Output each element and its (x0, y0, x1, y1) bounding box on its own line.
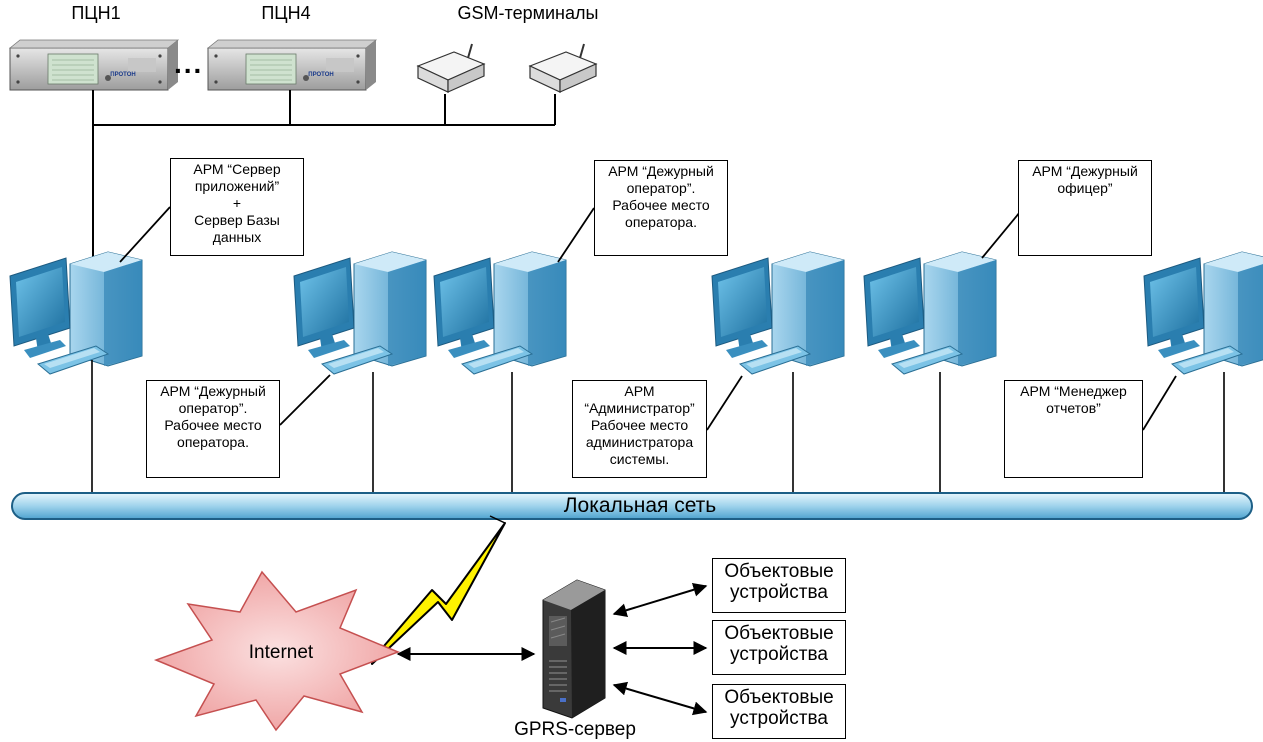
pc-duty-operator-2 (433, 251, 567, 375)
gprs-server-label: GPRS-сервер (514, 719, 636, 740)
pc-duty-operator-1 (293, 251, 427, 375)
gsm-label: GSM-терминалы (457, 3, 599, 23)
box-duty-operator-top: АРМ “Дежурный оператор”. Рабочее место о… (594, 160, 728, 256)
object-devices-box-3: Объектовые устройства (712, 684, 846, 739)
object-devices-box-1: Объектовые устройства (712, 558, 846, 613)
pc-duty-officer (863, 251, 997, 375)
box-app-server: АРМ “Сервер приложений” + Сервер Базы да… (170, 158, 304, 256)
callout-lines (119, 206, 1177, 431)
pc-report-manager (1143, 251, 1263, 375)
gprs-server-icon (542, 579, 606, 719)
object-devices-box-2: Объектовые устройства (712, 620, 846, 675)
internet-label: Internet (248, 642, 314, 663)
panel-brand-1: ПРОТОН (110, 72, 135, 78)
ptsn1-label: ПЦН1 (71, 3, 121, 23)
ptsn1-panel (9, 39, 179, 91)
ellipsis-label: ... (174, 48, 204, 79)
box-duty-officer: АРМ “Дежурный офицер” (1018, 160, 1152, 256)
lan-drops (91, 360, 1225, 492)
gsm-terminal-1 (417, 43, 485, 93)
gsm-terminal-2 (529, 43, 597, 93)
lan-label: Локальная сеть (563, 494, 717, 517)
wireless-link-icon (371, 522, 506, 665)
box-report-manager: АРМ “Менеджер отчетов” (1004, 380, 1143, 478)
pc-app-server (9, 251, 143, 375)
panel-brand-4: ПРОТОН (308, 72, 333, 78)
device-bus (92, 90, 556, 258)
internet-cloud-icon (153, 570, 401, 732)
connection-arrows (396, 582, 708, 716)
box-duty-operator-bottom: АРМ “Дежурный оператор”. Рабочее место о… (146, 380, 280, 478)
box-administrator: АРМ “Администратор” Рабочее место админи… (572, 380, 707, 478)
pc-administrator (711, 251, 845, 375)
lan-bar (11, 492, 1253, 520)
ptsn4-panel (207, 39, 377, 91)
ptsn4-label: ПЦН4 (261, 3, 311, 23)
